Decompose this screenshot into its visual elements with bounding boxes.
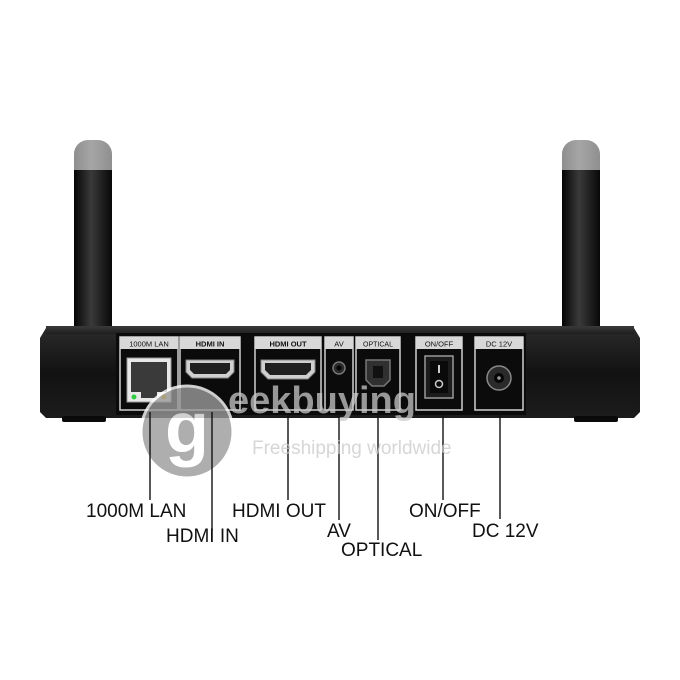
watermark-brand: eekbuying (228, 380, 416, 422)
watermark-logo-icon: g (139, 384, 235, 480)
optical-port-label: OPTICAL (363, 342, 393, 349)
callout-dc: DC 12V (472, 521, 539, 542)
callout-optical: OPTICAL (341, 540, 423, 561)
hdmi-out-port (254, 336, 322, 411)
av-port (324, 336, 354, 411)
link-led-icon (131, 394, 137, 400)
hdmi-in-port-label: HDMI IN (196, 340, 225, 349)
power-on-icon (438, 365, 440, 373)
lan-port-label: 1000M LAN (129, 340, 169, 349)
power-off-icon (434, 379, 444, 389)
svg-text:g: g (165, 388, 209, 468)
callout-hdmi-in: HDMI IN (166, 526, 239, 547)
callout-lines (149, 412, 501, 540)
dc-jack (474, 336, 524, 411)
watermark-tagline: Freeshipping worldwide (252, 438, 452, 459)
hdmi-out-port-label: HDMI OUT (269, 340, 306, 349)
callout-hdmi-out: HDMI OUT (232, 501, 326, 522)
dc-jack-label: DC 12V (486, 340, 512, 349)
power-switch (415, 336, 463, 411)
callout-lan: 1000M LAN (86, 501, 187, 522)
hdmi-in-port (179, 336, 241, 411)
callout-av: AV (327, 521, 351, 542)
optical-port (355, 336, 401, 411)
callout-power-switch: ON/OFF (409, 501, 481, 522)
lan-port (119, 336, 179, 411)
power-switch-label: ON/OFF (425, 340, 454, 349)
av-port-label: AV (334, 340, 343, 349)
